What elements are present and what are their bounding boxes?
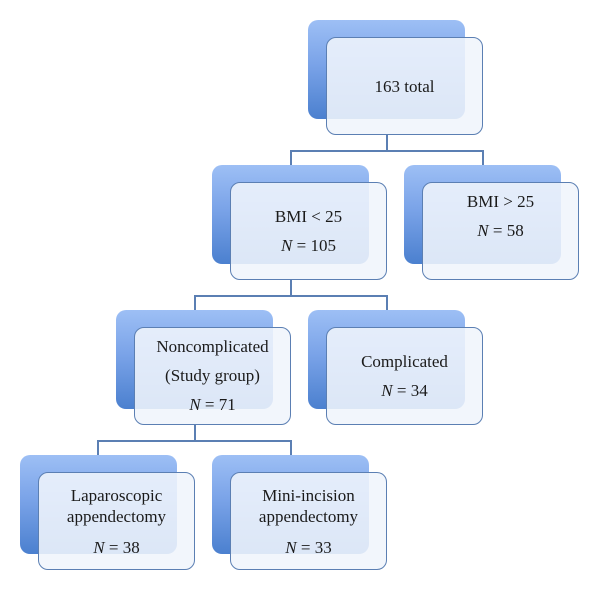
node-total: 163 total bbox=[326, 37, 483, 135]
connector-noncomplicated-stem bbox=[194, 425, 196, 441]
node-bmi-high-label: BMI > 25 bbox=[466, 192, 535, 211]
node-mini-incision-count: N = 33 bbox=[285, 537, 331, 558]
node-noncomplicated-label: Noncomplicated bbox=[156, 337, 269, 356]
node-laparoscopic: Laparoscopic appendectomy N = 38 bbox=[38, 472, 195, 570]
connector-to-complicated bbox=[386, 295, 388, 311]
node-bmi-low-label: BMI < 25 bbox=[274, 207, 343, 226]
connector-to-laparoscopic bbox=[97, 440, 99, 456]
node-mini-incision-sublabel: appendectomy bbox=[258, 506, 359, 526]
node-laparoscopic-sublabel: appendectomy bbox=[66, 506, 167, 526]
connector-bmi-low-stem bbox=[290, 280, 292, 296]
node-complicated: Complicated N = 34 bbox=[326, 327, 483, 425]
n-symbol: N bbox=[381, 381, 393, 400]
n-value: = 33 bbox=[296, 537, 332, 557]
node-laparoscopic-label: Laparoscopic bbox=[70, 485, 163, 505]
node-noncomplicated: Noncomplicated (Study group) N = 71 bbox=[134, 327, 291, 425]
n-value: = 71 bbox=[200, 395, 236, 414]
node-mini-incision: Mini-incision appendectomy N = 33 bbox=[230, 472, 387, 570]
n-symbol: N bbox=[285, 537, 297, 557]
n-value: = 34 bbox=[392, 381, 428, 400]
node-noncomplicated-count: N = 71 bbox=[189, 390, 235, 419]
n-value: = 38 bbox=[104, 537, 140, 557]
node-complicated-label: Complicated bbox=[361, 352, 448, 371]
node-laparoscopic-count: N = 38 bbox=[93, 537, 139, 558]
n-value: = 105 bbox=[292, 236, 336, 255]
connector-total-stem bbox=[386, 135, 388, 151]
node-complicated-count: N = 34 bbox=[381, 376, 427, 405]
n-symbol: N bbox=[93, 537, 105, 557]
connector-level1-bar bbox=[290, 150, 484, 152]
node-mini-incision-label: Mini-incision bbox=[262, 485, 355, 505]
connector-to-bmi-low bbox=[290, 150, 292, 166]
node-bmi-high: BMI > 25 N = 58 bbox=[422, 182, 579, 280]
connector-to-mini-incision bbox=[290, 440, 292, 456]
node-bmi-high-count: N = 58 bbox=[477, 216, 523, 245]
n-symbol: N bbox=[477, 221, 489, 240]
connector-level3-bar bbox=[97, 440, 292, 442]
node-total-label: 163 total bbox=[374, 76, 435, 96]
n-symbol: N bbox=[281, 236, 293, 255]
n-symbol: N bbox=[189, 395, 201, 414]
node-bmi-low-count: N = 105 bbox=[281, 231, 336, 260]
n-value: = 58 bbox=[488, 221, 524, 240]
node-noncomplicated-sublabel: (Study group) bbox=[165, 366, 260, 385]
connector-to-noncomplicated bbox=[194, 295, 196, 311]
connector-to-bmi-high bbox=[482, 150, 484, 166]
connector-level2-bar bbox=[194, 295, 388, 297]
node-bmi-low: BMI < 25 N = 105 bbox=[230, 182, 387, 280]
